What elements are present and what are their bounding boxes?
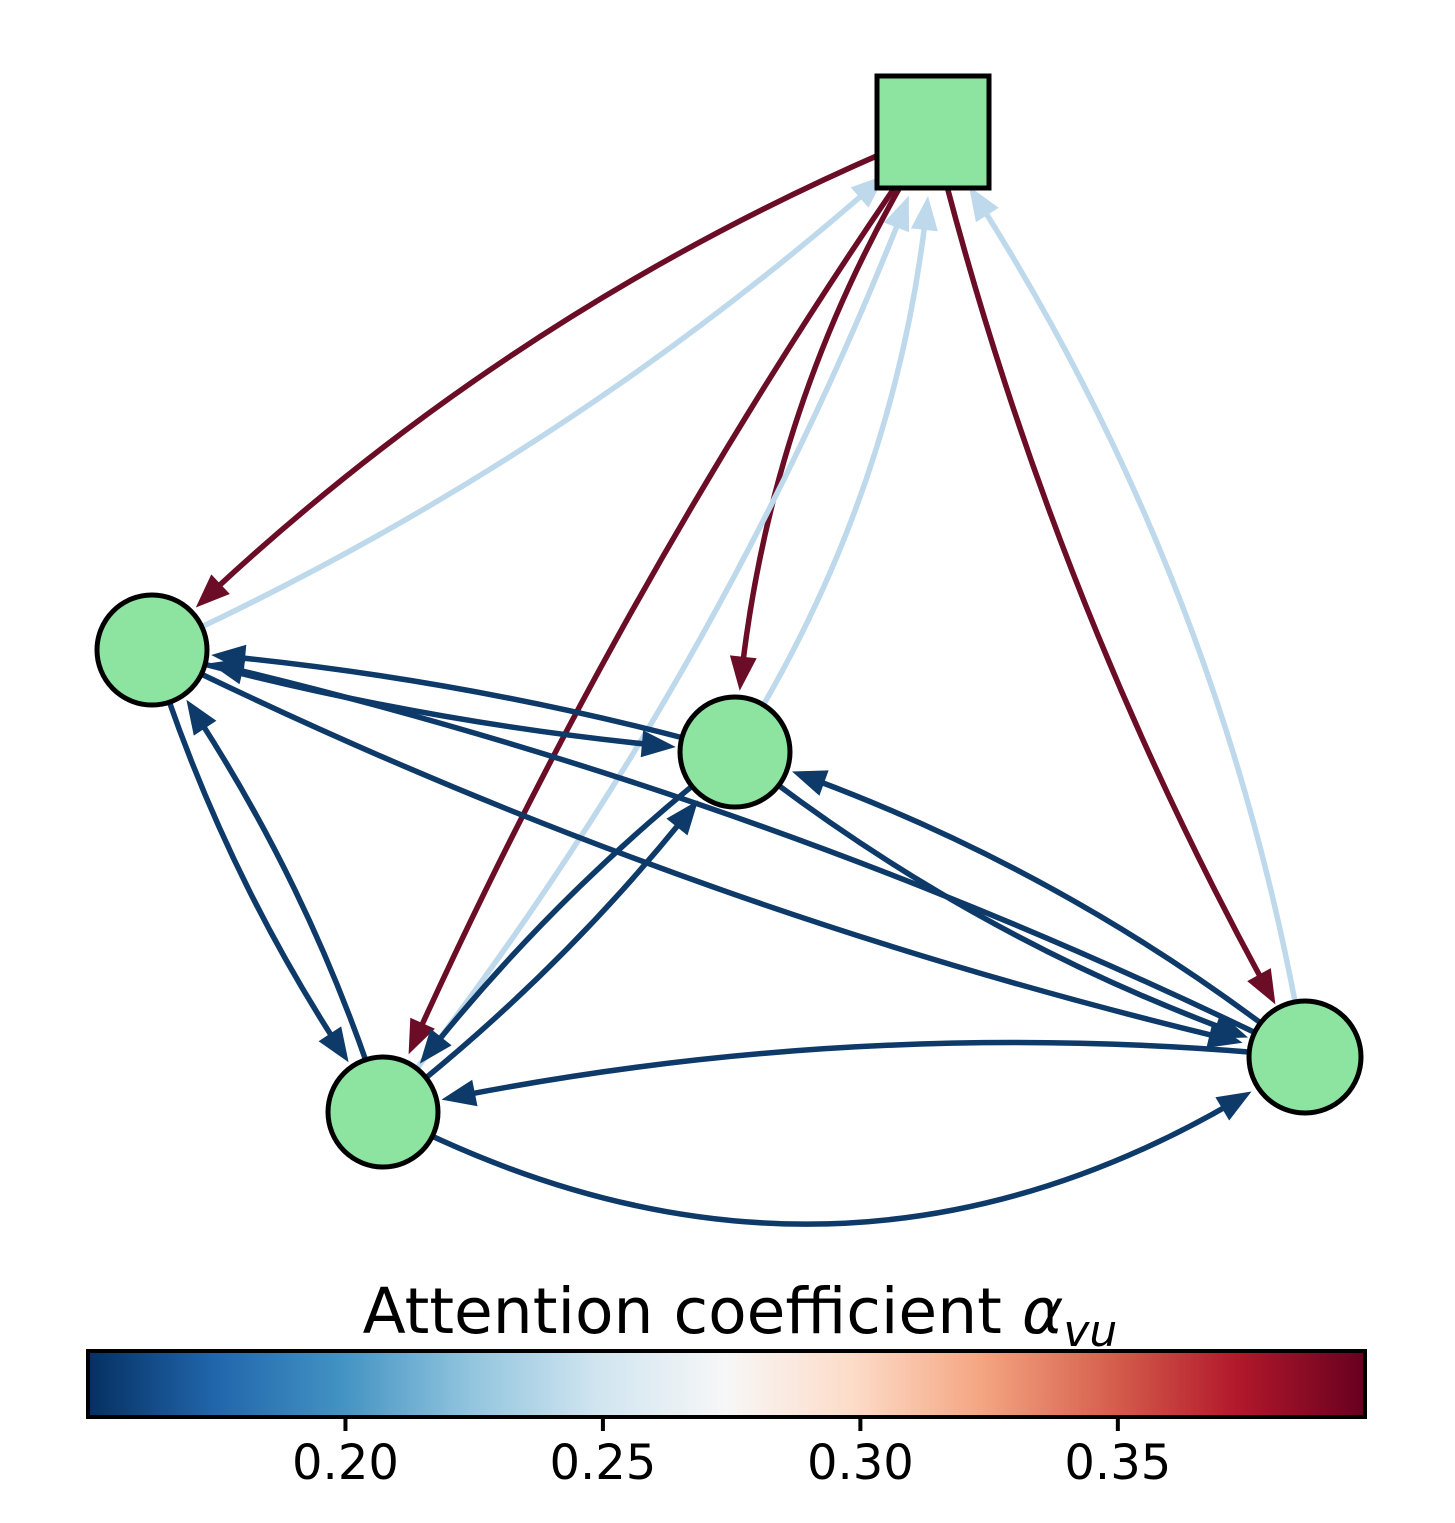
alpha-subscript: vu [1063,1306,1117,1357]
arrowhead-icon [792,770,829,796]
edge-A-S [195,175,886,632]
arrowhead-icon [408,1017,435,1055]
colorbar-tick-label: 0.35 [1064,1435,1171,1491]
edge-D-B [792,770,1268,1029]
arrowhead-icon [729,655,757,691]
arrowhead-icon [318,1026,349,1063]
edge-S-B [729,176,908,691]
edge-S-C [408,174,905,1055]
edge-line [466,1039,1257,1098]
edge-S-A [195,150,885,608]
edge-B-D [770,778,1248,1039]
arrowhead-icon [1215,1091,1252,1121]
edges-layer [164,150,1300,1227]
edge-line [739,176,908,665]
arrowhead-icon [666,800,699,836]
colorbar-tick-label: 0.30 [807,1435,914,1491]
square-node-top [874,73,992,191]
edge-D-A [209,658,1262,1038]
arrowhead-icon [910,196,938,232]
circle-node-left [94,592,210,708]
edge-line [411,220,902,1075]
edge-B-S [757,196,938,713]
arrowhead-icon [883,195,909,233]
edge-line [427,1101,1232,1227]
edge-D-S [969,186,1300,1010]
colorbar-title-prefix: Attention coefficient [363,1275,1022,1348]
colorbar-tick-label: 0.25 [549,1435,656,1491]
edge-line [164,694,338,1043]
edge-line [195,190,868,632]
arrowhead-icon [640,730,676,758]
edge-A-C [164,694,349,1063]
arrowhead-icon [186,699,217,736]
arrowhead-icon [1211,1013,1248,1039]
arrowhead-icon [441,1079,478,1107]
edge-line [981,208,1300,1010]
edge-C-S [411,195,909,1075]
colorbar-gradient-bar [86,1349,1367,1419]
edge-line [417,174,905,1031]
edge-line [943,181,1265,982]
edge-S-D [943,181,1276,1005]
circle-node-right [1246,998,1364,1116]
edge-line [815,777,1268,1029]
edge-C-A [186,699,371,1068]
arrowhead-icon [209,658,246,685]
edge-line [770,778,1225,1032]
edge-line [434,780,699,1045]
edge-line [197,719,371,1068]
colorbar-title: Attention coefficient αvu [363,1275,1118,1357]
circle-node-bottom [325,1054,441,1170]
edge-D-C [441,1039,1257,1107]
edge-C-B [419,800,699,1084]
colorbar-ticks: 0.20 0.25 0.30 0.35 [292,1417,1171,1491]
arrowhead-icon [419,1028,452,1064]
arrowhead-icon [969,186,999,223]
edge-line [195,669,1220,1040]
edge-line [232,666,1262,1038]
edge-B-C [419,780,699,1064]
circle-node-middle [677,694,793,810]
colorbar-tick-label: 0.20 [292,1435,399,1491]
edge-line [236,654,690,743]
alpha-symbol: α [1022,1275,1064,1348]
arrowhead-icon [195,574,230,608]
edge-line [757,222,928,713]
arrowhead-icon [1247,968,1276,1005]
edge-line [213,150,885,592]
edge-C-D [427,1091,1252,1227]
edge-line [419,819,684,1084]
nodes-layer [94,73,1364,1170]
